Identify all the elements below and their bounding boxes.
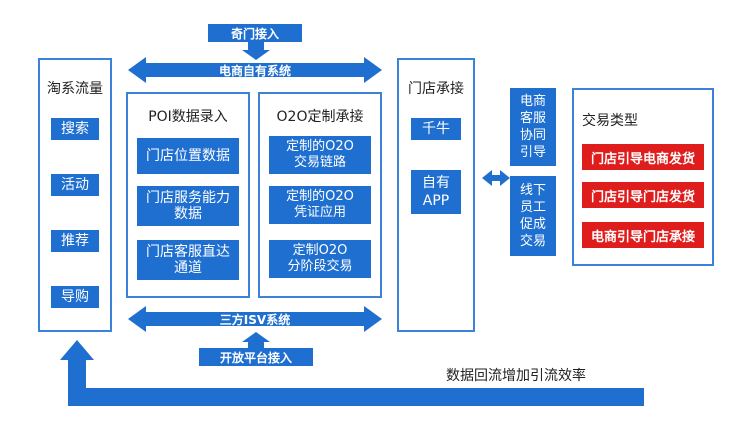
o2o-item-voucher: 定制的O2O 凭证应用 bbox=[269, 186, 371, 224]
poi-item-location: 门店位置数据 bbox=[137, 138, 239, 174]
trade-item-store-to-ecommerce: 门店引导电商发货 bbox=[582, 144, 704, 170]
feedback-arrowhead bbox=[60, 340, 94, 360]
poi-panel-title: POI数据录入 bbox=[148, 109, 228, 125]
bottom-band-label: 三方ISV系统 bbox=[219, 312, 291, 327]
traffic-panel: 淘系流量 搜索 活动 推荐 导购 bbox=[38, 58, 112, 332]
trade-item-store-to-store: 门店引导门店发货 bbox=[582, 182, 704, 208]
ecommerce-cs-guide: 电商 客服 协同 引导 bbox=[510, 88, 556, 166]
store-panel-title: 门店承接 bbox=[408, 81, 464, 97]
top-tag: 奇门接入 bbox=[208, 24, 302, 42]
bottom-tag-arrow bbox=[242, 332, 270, 348]
trade-type-panel-title: 交易类型 bbox=[582, 113, 638, 129]
top-band-arrow bbox=[128, 57, 382, 83]
poi-item-service: 门店服务能力 数据 bbox=[137, 186, 239, 226]
bottom-band-arrow bbox=[128, 306, 382, 332]
top-band-label: 电商自有系统 bbox=[218, 63, 291, 78]
feedback-vertical bbox=[68, 358, 86, 406]
feedback-label: 数据回流增加引流效率 bbox=[446, 368, 586, 384]
o2o-panel-title: O2O定制承接 bbox=[276, 109, 364, 125]
o2o-panel: O2O定制承接 定制的O2O 交易链路 定制的O2O 凭证应用 定制O2O 分阶… bbox=[258, 92, 382, 298]
o2o-item-staged-trade: 定制O2O 分阶段交易 bbox=[269, 240, 371, 278]
trade-type-panel: 交易类型 门店引导电商发货 门店引导门店发货 电商引导门店承接 bbox=[572, 88, 714, 266]
traffic-item-search: 搜索 bbox=[51, 118, 99, 140]
trade-item-ecommerce-to-store: 电商引导门店承接 bbox=[582, 222, 704, 248]
bottom-tag: 开放平台接入 bbox=[199, 348, 313, 366]
traffic-panel-title: 淘系流量 bbox=[47, 81, 103, 97]
top-tag-arrow bbox=[242, 42, 270, 60]
o2o-item-trade-link: 定制的O2O 交易链路 bbox=[269, 136, 371, 174]
store-item-own-app: 自有 APP bbox=[411, 170, 461, 214]
store-item-qianniu: 千牛 bbox=[411, 118, 461, 140]
poi-item-customer-service: 门店客服直达 通道 bbox=[137, 240, 239, 280]
traffic-item-recommend: 推荐 bbox=[51, 230, 99, 252]
poi-panel: POI数据录入 门店位置数据 门店服务能力 数据 门店客服直达 通道 bbox=[126, 92, 250, 298]
offline-staff-trade: 线下 员工 促成 交易 bbox=[510, 176, 556, 256]
store-panel: 门店承接 千牛 自有 APP bbox=[397, 58, 475, 332]
traffic-item-guide: 导购 bbox=[51, 286, 99, 308]
feedback-bar bbox=[68, 388, 644, 406]
traffic-item-activity: 活动 bbox=[51, 174, 99, 196]
store-middle-arrow bbox=[482, 170, 510, 186]
